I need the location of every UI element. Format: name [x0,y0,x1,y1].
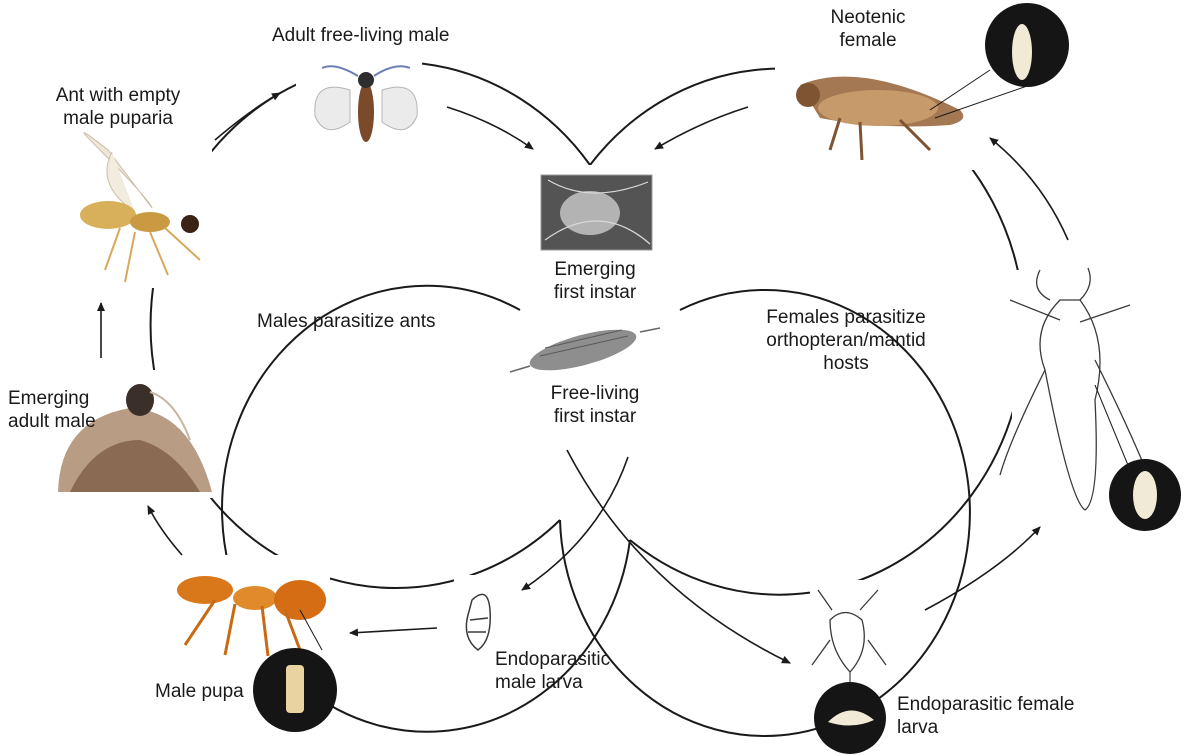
arrow-instar-to-male-larva [522,457,628,590]
label-emerging-first-line1: Emerging [530,258,660,281]
label-endo-female-line1: Endoparasitic female [897,693,1074,716]
label-emerging-adult-line2: adult male [8,410,96,433]
arrow-female-larva-to-mantid [925,527,1040,610]
label-females-line1: Females parasitize [746,306,946,329]
label-emerging-adult-male: Emerging adult male [8,387,96,433]
label-ant-line2: male puparia [38,107,198,130]
label-females-line2: orthopteran/mantid [746,329,946,352]
label-emerging-first-instar: Emerging first instar [530,258,660,304]
label-endo-male-line2: male larva [495,671,610,694]
label-neotenic-line1: Neotenic [818,6,918,29]
arrow-neotenic-to-first-instar [655,107,748,149]
label-free-first-line2: first instar [530,405,660,428]
label-males-parasitize: Males parasitize ants [257,310,435,333]
label-ant-line1: Ant with empty [38,84,198,107]
label-neotenic-female: Neotenic female [818,6,918,52]
label-endoparasitic-male-larva: Endoparasitic male larva [495,648,610,694]
label-emerging-adult-line1: Emerging [8,387,96,410]
label-endo-female-line2: larva [897,716,1074,739]
label-male-pupa: Male pupa [155,680,244,703]
label-free-first-line1: Free-living [530,382,660,405]
female-larva-inset-large-icon [1095,385,1181,531]
label-endoparasitic-female-larva: Endoparasitic female larva [897,693,1074,739]
arrow-male-larva-to-pupa [350,628,437,633]
label-endo-male-line1: Endoparasitic [495,648,610,671]
label-adult-male: Adult free-living male [272,24,449,47]
scanning-micrograph-icon [541,175,652,250]
arrow-instar-to-female-larva [567,450,790,663]
label-females-parasitize: Females parasitize orthopteran/mantid ho… [746,306,946,375]
label-neotenic-line2: female [818,29,918,52]
arrow-pupa-to-emerging [148,506,182,555]
label-females-line3: hosts [746,352,946,375]
label-free-living-first-instar: Free-living first instar [530,382,660,428]
arrow-adult-to-first-instar [447,107,533,149]
label-ant-with-puparia: Ant with empty male puparia [38,84,198,130]
label-emerging-first-line2: first instar [530,281,660,304]
